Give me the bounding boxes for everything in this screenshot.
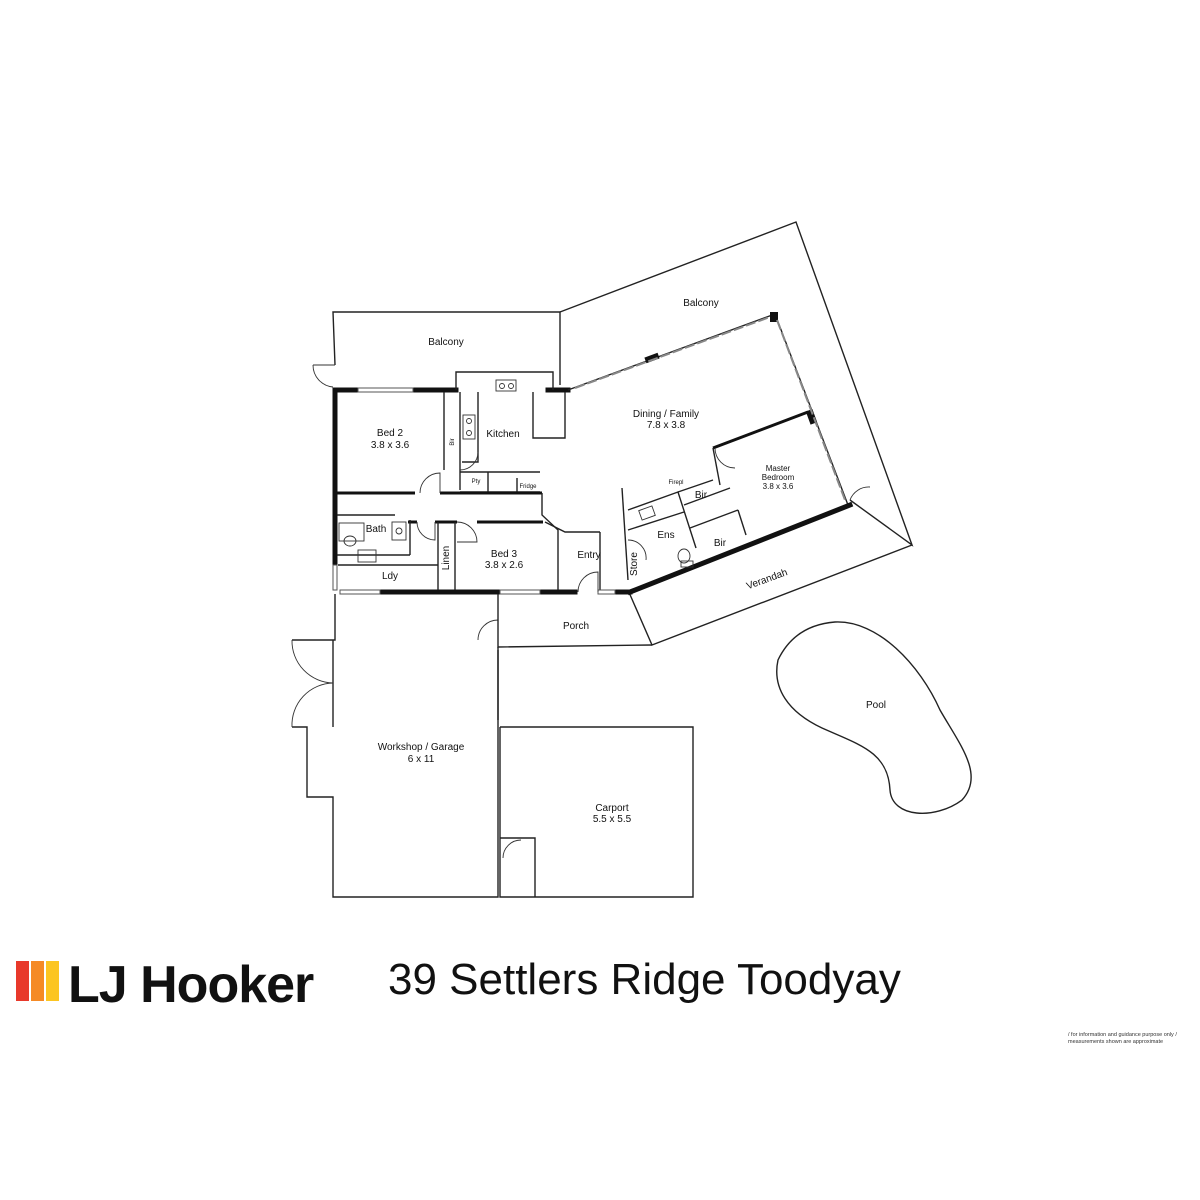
label-pool: Pool [866,700,886,711]
label-master-line1: Master [766,464,791,473]
brand-name: LJ Hooker [68,956,314,1014]
logo-stripe-red [16,961,29,1001]
label-dining-family: Dining / Family [633,409,699,420]
logo-stripe-yellow [46,961,59,1001]
label-dining-family-size: 7.8 x 3.8 [647,420,686,431]
label-carport-size: 5.5 x 5.5 [593,814,632,825]
label-bath: Bath [366,524,387,535]
label-ens: Ens [657,530,674,541]
outbuildings [291,594,972,898]
label-bir-master-bottom: Bir [714,538,727,549]
label-balcony-north: Balcony [683,298,719,309]
label-entry: Entry [577,550,600,561]
label-ldy: Ldy [382,571,398,582]
label-bed3-size: 3.8 x 2.6 [485,560,524,571]
label-bed3: Bed 3 [491,549,518,560]
interior-walls [337,392,747,590]
label-fireplace: Firepl [668,480,683,486]
windows [332,316,846,595]
label-linen: Linen [441,546,452,570]
label-bed2-size: 3.8 x 3.6 [371,440,410,451]
label-fridge: Fridge [519,484,537,490]
disclaimer-line2: measurements shown are approximate [1068,1039,1163,1045]
disclaimer-line1: / for information and guidance purpose o… [1068,1032,1177,1038]
logo-stripe-orange [31,961,44,1001]
label-porch: Porch [563,621,589,632]
disclaimer: / for information and guidance purpose o… [1068,1032,1177,1045]
label-bir-master-top: Bir [695,490,708,501]
label-bed2: Bed 2 [377,428,404,439]
property-address: 39 Settlers Ridge Toodyay [388,955,901,1004]
label-pty: Pty [472,479,481,485]
label-balcony-west: Balcony [428,337,464,348]
label-master-size: 3.8 x 3.6 [763,482,794,491]
label-carport: Carport [595,803,629,814]
label-workshop-size: 6 x 11 [408,754,435,765]
room-labels: Balcony Balcony Dining / Family 7.8 x 3.… [366,298,886,825]
label-verandah: Verandah [745,567,789,592]
brand-logo: LJ Hooker [16,956,315,1014]
house-walls [332,312,854,596]
label-kitchen: Kitchen [486,429,519,440]
label-workshop: Workshop / Garage [378,742,465,753]
label-store: Store [629,552,640,576]
label-master-line2: Bedroom [762,473,795,482]
label-bir-bed2: Bir [450,438,456,445]
